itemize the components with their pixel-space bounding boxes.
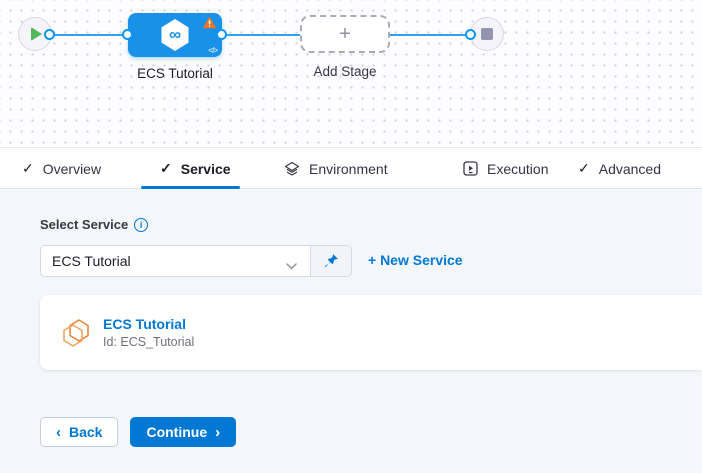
check-icon: ✓ (22, 160, 34, 176)
back-button[interactable]: ‹ Back (40, 417, 119, 447)
stage-left-connector[interactable] (122, 29, 133, 40)
tab-label: Service (180, 160, 231, 177)
edge-addstage-to-end (390, 34, 470, 36)
end-node-connector[interactable] (465, 29, 476, 40)
edge-start-to-stage (50, 34, 130, 36)
chevron-right-icon: › (215, 423, 221, 441)
tab-label: Advanced (598, 160, 662, 177)
play-icon (31, 27, 42, 41)
chevron-left-icon: ‹ (56, 423, 61, 441)
execution-icon (463, 161, 478, 176)
stage-node-label: ECS Tutorial (137, 66, 213, 81)
service-tab-panel: Select Service i + New Service ECS Tutor… (0, 189, 702, 473)
select-service-label: Select Service i (40, 217, 149, 232)
service-select-input[interactable] (40, 245, 310, 277)
pipeline-canvas[interactable]: ∞ </> ECS Tutorial + Add Stage (0, 0, 702, 148)
tab-label: Execution (487, 160, 549, 177)
pin-button[interactable] (310, 245, 352, 277)
service-card-text: ECS Tutorial Id: ECS_Tutorial (103, 316, 194, 349)
continue-button[interactable]: Continue › (130, 417, 237, 447)
tab-environment[interactable]: Environment (284, 148, 388, 189)
stage-node-ecs-tutorial[interactable]: ∞ </> (128, 13, 222, 57)
plus-icon: + (339, 22, 351, 45)
add-stage-button[interactable]: + (300, 15, 390, 53)
infinity-icon: ∞ (168, 24, 182, 44)
service-hexagon-icon (63, 318, 89, 347)
environment-icon (284, 161, 300, 177)
check-icon: ✓ (578, 160, 590, 176)
service-select-group (40, 245, 352, 277)
tab-service[interactable]: ✓ Service (141, 148, 240, 189)
edge-stage-to-addstage (222, 34, 302, 36)
new-service-link[interactable]: + New Service (368, 252, 463, 268)
start-node-connector[interactable] (44, 29, 55, 40)
tab-label: Overview (42, 160, 102, 177)
add-stage-label: Add Stage (313, 64, 377, 79)
tab-overview[interactable]: ✓ Overview (22, 148, 101, 189)
warning-icon[interactable] (202, 16, 217, 34)
pin-icon (324, 254, 338, 268)
chevron-down-icon[interactable] (286, 257, 297, 275)
footer-buttons: ‹ Back Continue › (40, 417, 237, 447)
stop-icon (481, 28, 493, 40)
tab-execution[interactable]: Execution (463, 148, 548, 189)
tab-label: Environment (309, 160, 388, 177)
service-card[interactable]: ECS Tutorial Id: ECS_Tutorial (40, 295, 702, 370)
tab-advanced[interactable]: ✓ Advanced (578, 148, 661, 189)
stage-right-connector[interactable] (216, 29, 227, 40)
info-icon[interactable]: i (134, 217, 149, 232)
code-icon: </> (208, 46, 218, 55)
cd-stage-icon: ∞ (161, 19, 189, 51)
stage-tabbar: ✓ Overview ✓ Service Environment Executi… (0, 148, 702, 189)
check-icon: ✓ (160, 160, 172, 176)
service-card-title[interactable]: ECS Tutorial (103, 316, 186, 332)
service-card-id: Id: ECS_Tutorial (103, 335, 195, 349)
